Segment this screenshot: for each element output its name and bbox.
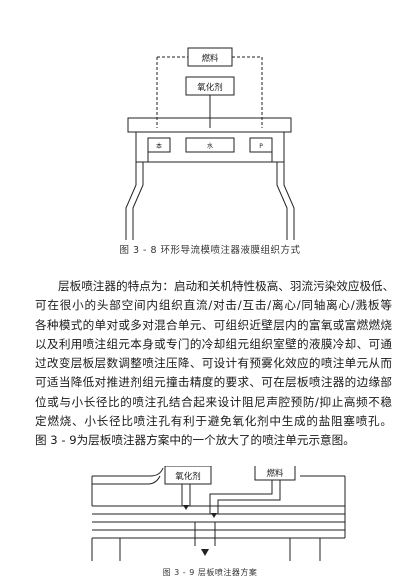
paragraph-line: 各种模式的单对或多对混合单元、可组织近壁层内的富氧或富燃燃烧 xyxy=(35,317,392,332)
figure-3-8: 燃料 氧化剂 本 水 P xyxy=(0,40,420,240)
fuel-box xyxy=(187,47,233,67)
figure-3-8-caption: 图 3 - 8 环形导流模喷注器液膜组织方式 xyxy=(119,245,301,256)
fuel-label: 燃料 xyxy=(266,468,284,479)
slot-center xyxy=(185,137,235,153)
figure-3-9: 氧化剂 燃料 xyxy=(0,463,420,566)
paragraph-line: 层板喷注器的特点为：启动和关机特性极高、羽流污染效应极低、 xyxy=(58,279,392,293)
paragraph-line: 可适当降低对推进剂组元撞击精度的要求、可在层板喷注器的边缘部 xyxy=(35,375,392,390)
slot-left xyxy=(147,137,171,153)
paragraph-line: 位或与小长径比的喷注孔结合起来设计阻尼声腔预防/抑止高频不稳 xyxy=(35,394,392,409)
slot-left-label: 本 xyxy=(156,142,162,150)
slot-center-label: 水 xyxy=(207,142,213,150)
body-paragraph: 层板喷注器的特点为：启动和关机特性极高、羽流污染效应极低、 可在很小的头部空间内… xyxy=(35,277,392,451)
oxidizer-label: 氧化剂 xyxy=(197,82,223,93)
paragraph-line: 定燃烧、小长径比喷注孔有利于避免氧化剂中生成的盐阻塞喷孔。 xyxy=(35,414,392,429)
oxidizer-inlet-box xyxy=(164,465,212,485)
paragraph-line: 可在很小的头部空间内组织直流/对击/互击/离心/同轴离心/溅板等 xyxy=(35,298,392,313)
figure-3-8-diagram: 燃料 氧化剂 本 水 P xyxy=(125,47,295,240)
paragraph-line: 图 3 - 9为层板喷注器方案中的一个放大了的喷注单元示意图。 xyxy=(35,433,355,448)
figure-3-9-diagram: 氧化剂 燃料 xyxy=(91,463,346,561)
paragraph-line: 以及利用喷注组元本身或专门的冷却组元组织室壁的液膜冷却、可通 xyxy=(35,336,392,351)
slot-right xyxy=(249,137,273,153)
paragraph-line: 过改变层板层数调整喷注压降、可设计有预雾化效应的喷注单元从而 xyxy=(35,356,392,371)
fuel-label: 燃料 xyxy=(201,53,219,64)
oxidizer-box xyxy=(185,76,235,96)
slot-right-label: P xyxy=(259,143,263,150)
oxidizer-label: 氧化剂 xyxy=(175,471,201,482)
figure-3-9-caption: 图 3 - 9 层板喷注器方案 xyxy=(162,568,258,577)
